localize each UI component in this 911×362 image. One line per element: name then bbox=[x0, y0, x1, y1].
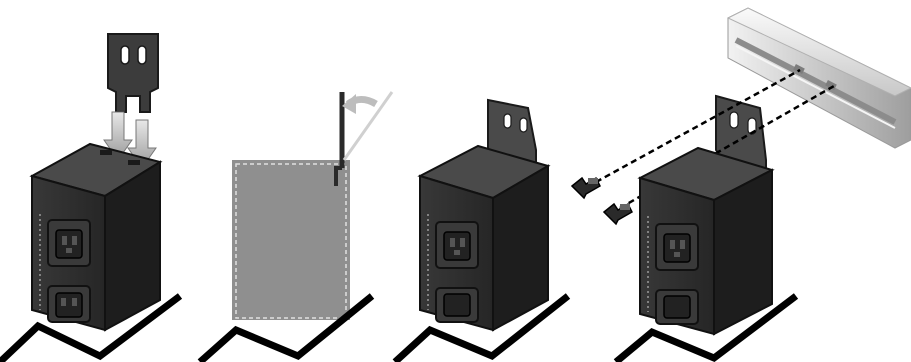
side-panel bbox=[232, 160, 350, 320]
step-1-bracket-insert bbox=[0, 33, 183, 362]
step-2-bracket-rotate bbox=[197, 91, 394, 362]
break-line-4 bbox=[613, 293, 799, 362]
break-line-3 bbox=[392, 293, 571, 362]
rotate-arrow bbox=[342, 91, 394, 161]
step-4-rail-mount bbox=[570, 7, 911, 362]
thumbscrew-icon-lower bbox=[602, 202, 633, 226]
pdu-unit-3 bbox=[417, 144, 551, 332]
mounting-rail bbox=[726, 7, 911, 149]
break-line-1 bbox=[0, 293, 183, 362]
pdu-unit-4 bbox=[637, 146, 775, 336]
bracket-edge bbox=[334, 92, 345, 186]
mounting-bracket-installed bbox=[487, 98, 537, 170]
break-line-2 bbox=[197, 293, 375, 362]
insert-arrow-left bbox=[103, 111, 133, 161]
thumbscrew-icon-upper bbox=[570, 176, 601, 200]
step-3-bracket-installed bbox=[392, 98, 571, 362]
pdu-unit-1 bbox=[29, 142, 163, 332]
mounting-bracket bbox=[107, 33, 159, 113]
